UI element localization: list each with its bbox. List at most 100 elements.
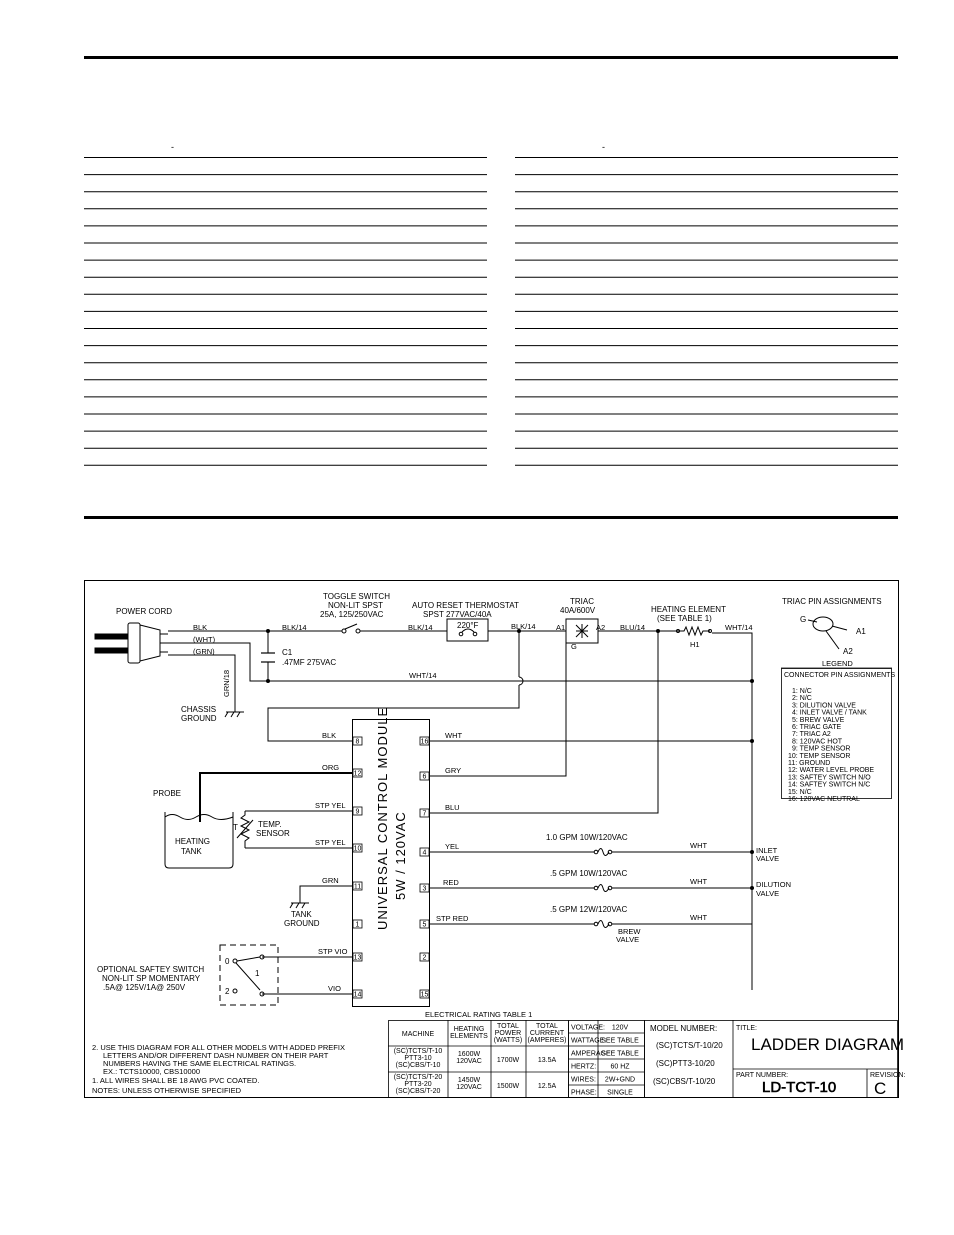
safety-switch-icon — [219, 944, 279, 1006]
module-pin-box — [352, 989, 363, 999]
dilution-valve-coil-icon — [593, 884, 613, 892]
c1-label: C1 — [282, 648, 293, 657]
triac-a2-label: A2 — [596, 623, 605, 632]
toggle-rating-label: 25A, 125/250VAC — [320, 610, 384, 619]
wire-gry-pin6 — [430, 643, 567, 777]
brew-valve-label-2: VALVE — [616, 935, 639, 944]
wire-hop-over-neutral — [518, 676, 524, 686]
module-pin-box — [352, 919, 363, 929]
table-cell-power: 1700W — [497, 1057, 520, 1064]
module-pin-number: 10 — [354, 846, 362, 853]
top-rule — [84, 56, 898, 59]
safety-switch-rating-label: .5A@ 125V/1A@ 250V — [103, 983, 186, 992]
pin6-wire-label: GRY — [445, 766, 461, 775]
tank-ground-label-2: GROUND — [284, 919, 320, 928]
left-column-dash: - — [171, 142, 174, 152]
middle-rule — [84, 516, 898, 519]
spec-value: SEE TABLE — [601, 1051, 639, 1058]
table-cell-machine: (SC)CBS/T-20 — [396, 1088, 441, 1095]
legend-entry: 6: TRIAC GATE — [792, 724, 841, 731]
junction-dot — [266, 629, 270, 633]
notes: 2. USE THIS DIAGRAM FOR ALL OTHER MODELS… — [92, 1043, 345, 1095]
spec-value: 60 HZ — [610, 1064, 630, 1071]
right-form-lines — [515, 157, 898, 466]
spec-label: WIRES: — [571, 1077, 596, 1084]
legend-entry: 2: N/C — [792, 695, 812, 702]
blk14-label: BLK/14 — [511, 622, 536, 631]
module-pin-box — [419, 989, 430, 999]
table-cell-elements: 1600W — [458, 1051, 481, 1058]
rating-table-text: MACHINEHEATINGELEMENTSTOTALPOWER(WATTS)T… — [394, 1023, 639, 1097]
wire-wht-neutral-rail — [168, 642, 752, 682]
temp-sensor-label: TEMP. — [258, 820, 281, 829]
wire-brew-return — [612, 852, 753, 925]
spec-value: SEE TABLE — [601, 1038, 639, 1045]
module-pin-number: 5 — [423, 922, 427, 929]
pin11-wire-label: GRN — [322, 876, 339, 885]
module-pin-number: 15 — [421, 992, 429, 999]
legend-entry: 15: N/C — [788, 789, 812, 796]
inlet-valve-label-2: VALVE — [756, 854, 779, 863]
power-plug-icon — [94, 622, 168, 664]
wire-blu-pin7 — [430, 631, 659, 814]
pin5-wire-label: STP RED — [436, 914, 469, 923]
rating-table-title: ELECTRICAL RATING TABLE 1 — [425, 1010, 532, 1019]
left-form-lines — [84, 157, 487, 466]
dilution-return-label: WHT — [690, 877, 707, 886]
legend-entry: 12: WATER LEVEL PROBE — [788, 767, 874, 774]
table-header: (WATTS) — [494, 1037, 522, 1044]
blk14-label: BLK/14 — [408, 623, 433, 632]
table-cell-elements: 120VAC — [456, 1058, 482, 1065]
triac-label: TRIAC — [570, 597, 594, 606]
inlet-valve-label: INLET — [756, 846, 778, 855]
revision: C — [874, 1079, 886, 1098]
spec-label: WATTAGE: — [571, 1038, 606, 1045]
table-cell-machine: (SC)TCTS/T-10 — [394, 1048, 443, 1055]
switch-pos-1: 1 — [255, 969, 260, 978]
pin3-wire-label: RED — [443, 878, 459, 887]
heating-element-icon — [676, 625, 712, 637]
spec-value: SINGLE — [607, 1090, 633, 1097]
table-cell-current: 12.5A — [538, 1083, 557, 1090]
rating-table — [388, 1020, 898, 1098]
tank-ground-label: TANK — [291, 910, 312, 919]
dilution-rate-label: .5 GPM 10W/120VAC — [550, 869, 627, 878]
grn18-label: GRN/18 — [222, 670, 231, 697]
module-pin-number: 9 — [356, 809, 360, 816]
triac-pin-a2-label: A2 — [843, 647, 853, 656]
brew-rate-label: .5 GPM 12W/120VAC — [550, 905, 627, 914]
module-pin-box — [352, 806, 363, 816]
legend-entry: 8: 120VAC HOT — [792, 738, 843, 745]
chassis-ground-label: GROUND — [181, 714, 217, 723]
cord-blk-label: BLK — [193, 623, 207, 632]
thermostat-temp-label: 220°F — [457, 621, 479, 630]
note-2: 2. USE THIS DIAGRAM FOR ALL OTHER MODELS… — [92, 1043, 345, 1052]
pin10-wire-label: STP YEL — [315, 838, 346, 847]
table-cell-machine: (SC)TCTS/T-20 — [394, 1074, 443, 1081]
cord-grn-label: (GRN) — [193, 647, 215, 656]
heating-tank-label-2: TANK — [181, 847, 202, 856]
legend-entry: 9: TEMP SENSOR — [792, 746, 850, 753]
heating-element-label: HEATING ELEMENT — [651, 605, 726, 614]
note-1: 1. ALL WIRES SHALL BE 18 AWG PVC COATED. — [92, 1076, 259, 1085]
notes-heading: NOTES: UNLESS OTHERWISE SPECIFIED — [92, 1086, 242, 1095]
pin4-wire-label: YEL — [445, 842, 459, 851]
table-header: ELEMENTS — [450, 1033, 488, 1040]
table-cell-machine: (SC)CBS/T-10 — [396, 1062, 441, 1069]
triac-pin-g-label: G — [800, 615, 806, 624]
triac-pin-title: TRIAC PIN ASSIGNMENTS — [782, 597, 882, 606]
note-2-cont: LETTERS AND/OR DIFFERENT DASH NUMBER ON … — [103, 1051, 329, 1060]
triac-g-label: G — [571, 642, 577, 651]
table-header: TOTAL — [536, 1023, 558, 1030]
thermistor-t-label: T — [233, 823, 238, 832]
module-pin-box — [419, 847, 430, 857]
note-2-cont: NUMBERS HAVING THE SAME ELECTRICAL RATIN… — [103, 1059, 296, 1068]
c1-value-label: .47MF 275VAC — [282, 658, 336, 667]
wire-wht-heater-return — [712, 632, 753, 990]
power-cord-label: POWER CORD — [116, 607, 172, 616]
chassis-label: CHASSIS — [181, 705, 216, 714]
junction-dots — [266, 629, 754, 890]
table-header: MACHINE — [402, 1031, 435, 1038]
triac-pin-a1-label: A1 — [856, 627, 866, 636]
